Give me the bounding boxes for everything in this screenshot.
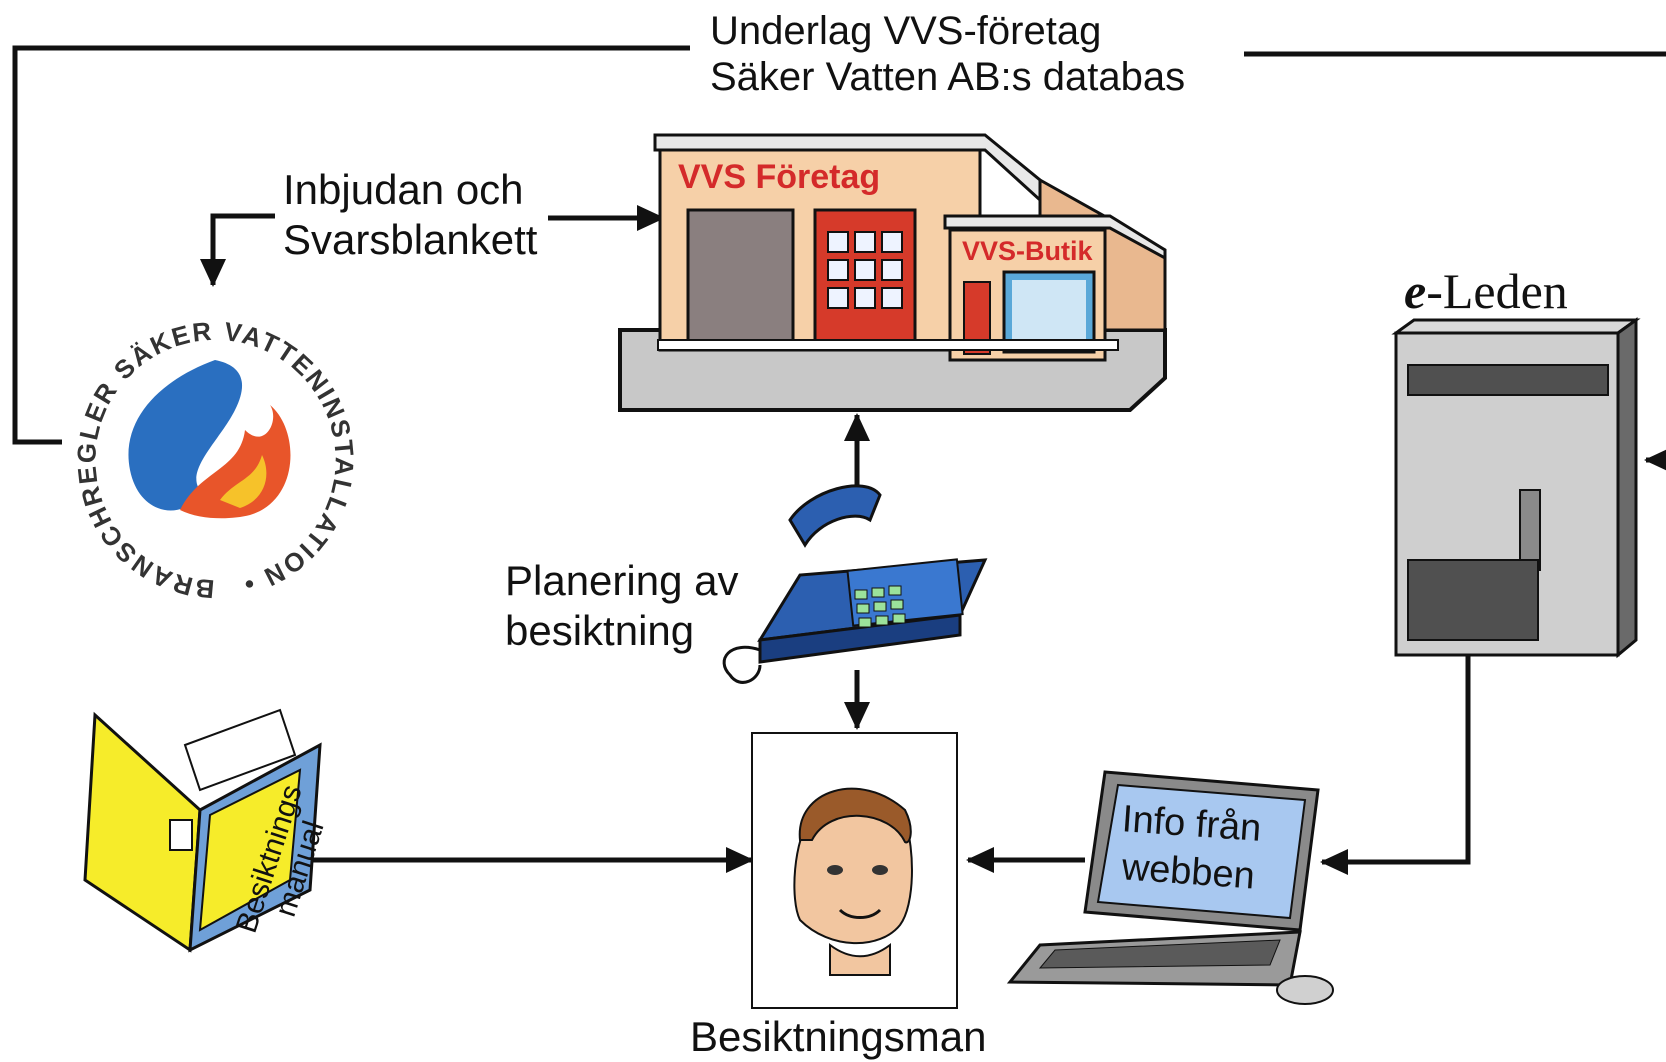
- laptop-screen-text: Info från webben: [1087, 793, 1293, 903]
- saker-vatten-logo: BRANSCHREGLER SÄKER VATTENINSTALLATION •: [71, 316, 358, 605]
- invitation-label-line1: Inbjudan och: [283, 166, 524, 213]
- telephone: [722, 484, 988, 684]
- server-to-laptop-arrow: [1320, 655, 1471, 875]
- vvs-company-building: [618, 133, 1167, 412]
- invitation-label-line2: Svarsblankett: [283, 216, 538, 263]
- building-shop-sign: VVS-Butik: [962, 236, 1093, 266]
- eleden-name: -Leden: [1426, 263, 1568, 319]
- database-label-line1: Underlag VVS-företag: [710, 9, 1102, 53]
- invitation-label: Inbjudan och Svarsblankett: [283, 165, 537, 265]
- inspection-manual-book: [83, 708, 322, 953]
- inspector-portrait: [751, 732, 958, 1009]
- inspector-label: Besiktningsman: [690, 1013, 987, 1060]
- eleden-label: e-Leden: [1404, 262, 1568, 320]
- database-feedback-line: [12, 45, 690, 445]
- eleden-prefix: e: [1404, 263, 1427, 319]
- database-label-line2: Säker Vatten AB:s databas: [710, 55, 1186, 99]
- connectors: [12, 45, 1666, 875]
- planning-label-line1: Planering av: [505, 557, 739, 604]
- invitation-arrow: [200, 213, 275, 287]
- server-computer: [1391, 317, 1641, 659]
- planning-label: Planering av besiktning: [505, 556, 738, 656]
- laptop: [1006, 770, 1334, 1005]
- planning-label-line2: besiktning: [505, 607, 695, 654]
- database-label: Underlag VVS-företag Säker Vatten AB:s d…: [710, 8, 1185, 100]
- building-main-sign: VVS Företag: [678, 158, 881, 196]
